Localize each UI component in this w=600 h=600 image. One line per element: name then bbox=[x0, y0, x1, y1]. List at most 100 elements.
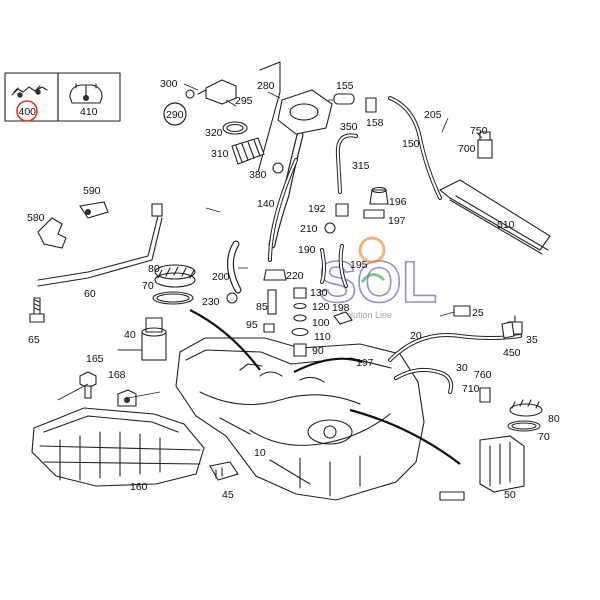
label-140: 140 bbox=[257, 198, 275, 210]
label-40: 40 bbox=[124, 329, 136, 341]
leader-lines bbox=[57, 83, 483, 401]
bolt[interactable] bbox=[29, 297, 45, 323]
label-190: 190 bbox=[298, 244, 316, 256]
strap-bracket[interactable] bbox=[37, 201, 109, 249]
label-45: 45 bbox=[222, 489, 234, 501]
label-760: 760 bbox=[474, 369, 492, 381]
label-380: 380 bbox=[249, 169, 267, 181]
clip-210[interactable] bbox=[324, 222, 336, 234]
part-labels: 300 280 295 290 155 350 158 205 750 320 … bbox=[27, 78, 560, 501]
clip-197a[interactable] bbox=[363, 209, 385, 219]
label-70a: 70 bbox=[142, 280, 154, 292]
clip-25[interactable] bbox=[453, 305, 471, 317]
vent-hose-315[interactable] bbox=[335, 133, 358, 194]
seal-320[interactable] bbox=[222, 121, 248, 135]
label-510: 510 bbox=[497, 219, 515, 231]
fuel-pump[interactable] bbox=[117, 317, 167, 361]
label-25: 25 bbox=[472, 307, 484, 319]
hose-20[interactable] bbox=[388, 333, 522, 362]
label-198: 198 bbox=[332, 302, 350, 314]
label-710: 710 bbox=[462, 383, 480, 395]
label-120: 120 bbox=[312, 301, 330, 313]
label-192: 192 bbox=[308, 203, 326, 215]
label-580: 580 bbox=[27, 212, 45, 224]
valve-stack[interactable] bbox=[291, 287, 309, 357]
grommet-196[interactable] bbox=[369, 186, 389, 205]
hose-195[interactable] bbox=[338, 244, 348, 288]
thumbnail-box-400[interactable]: 400 bbox=[4, 72, 59, 122]
clip-230[interactable] bbox=[226, 292, 238, 304]
connector-198[interactable] bbox=[333, 311, 353, 325]
clamp-158[interactable] bbox=[365, 97, 377, 113]
label-165: 165 bbox=[86, 353, 104, 365]
label-100: 100 bbox=[312, 317, 330, 329]
label-150: 150 bbox=[402, 138, 420, 150]
label-197a: 197 bbox=[388, 215, 406, 227]
locking-ring-80b[interactable] bbox=[509, 399, 543, 417]
label-80a: 80 bbox=[148, 263, 160, 275]
label-155: 155 bbox=[336, 80, 354, 92]
label-30: 30 bbox=[456, 362, 468, 374]
clip-95[interactable] bbox=[263, 323, 275, 333]
connector-45[interactable] bbox=[209, 461, 239, 481]
valve-710[interactable] bbox=[479, 387, 491, 403]
seal-ring[interactable] bbox=[152, 291, 194, 305]
hose-155[interactable] bbox=[333, 93, 355, 105]
sender-assembly[interactable] bbox=[439, 435, 525, 501]
label-20: 20 bbox=[410, 330, 422, 342]
label-195: 195 bbox=[350, 259, 368, 271]
label-50: 50 bbox=[504, 489, 516, 501]
label-200: 200 bbox=[212, 271, 230, 283]
filter-220[interactable] bbox=[263, 269, 287, 281]
filler-cap[interactable] bbox=[185, 79, 237, 105]
label-95: 95 bbox=[246, 319, 258, 331]
label-750: 750 bbox=[470, 125, 488, 137]
label-158: 158 bbox=[366, 117, 384, 129]
label-220: 220 bbox=[286, 270, 304, 282]
thumbnail-box-410[interactable]: 410 bbox=[57, 72, 121, 122]
label-280: 280 bbox=[257, 80, 275, 92]
locking-ring[interactable] bbox=[154, 264, 196, 288]
label-197b: 197 bbox=[356, 357, 374, 369]
hex-bolt[interactable] bbox=[79, 371, 97, 399]
label-290: 290 bbox=[166, 109, 184, 121]
filler-neck[interactable] bbox=[257, 61, 333, 249]
label-450: 450 bbox=[503, 347, 521, 359]
hose-190[interactable] bbox=[320, 248, 326, 284]
highlight-circle-400 bbox=[16, 100, 38, 122]
label-205: 205 bbox=[424, 109, 442, 121]
clamp-380[interactable] bbox=[272, 162, 284, 174]
clip-450[interactable] bbox=[501, 321, 515, 339]
label-295: 295 bbox=[235, 95, 253, 107]
corrugated-hose[interactable] bbox=[231, 137, 265, 165]
hose-30[interactable] bbox=[394, 367, 454, 394]
fuel-tank[interactable] bbox=[175, 337, 425, 501]
hose-200[interactable] bbox=[227, 240, 242, 294]
seal-ring-70b[interactable] bbox=[507, 420, 541, 432]
label-210: 210 bbox=[300, 223, 318, 235]
pipe-85[interactable] bbox=[267, 289, 277, 315]
clip[interactable] bbox=[117, 389, 137, 407]
label-410: 410 bbox=[80, 106, 98, 118]
heat-shield[interactable] bbox=[31, 407, 205, 487]
label-230: 230 bbox=[202, 296, 220, 308]
label-90: 90 bbox=[312, 345, 324, 357]
label-60: 60 bbox=[84, 288, 96, 300]
label-300: 300 bbox=[160, 78, 178, 90]
label-130: 130 bbox=[310, 287, 328, 299]
label-590: 590 bbox=[83, 185, 101, 197]
hose-140[interactable] bbox=[268, 158, 298, 262]
cap-192[interactable] bbox=[335, 203, 349, 217]
label-110: 110 bbox=[314, 331, 331, 343]
label-315: 315 bbox=[352, 160, 370, 172]
callout-circle-290 bbox=[163, 102, 187, 126]
tank-strap[interactable] bbox=[37, 203, 163, 287]
sol-watermark: SOL Solution Line bbox=[317, 236, 438, 320]
line-150[interactable] bbox=[388, 96, 442, 200]
label-80b: 80 bbox=[548, 413, 560, 425]
canister-assembly[interactable] bbox=[438, 131, 551, 255]
label-35: 35 bbox=[526, 334, 538, 346]
label-10: 10 bbox=[254, 447, 266, 459]
watermark-subtitle: Solution Line bbox=[340, 310, 392, 320]
